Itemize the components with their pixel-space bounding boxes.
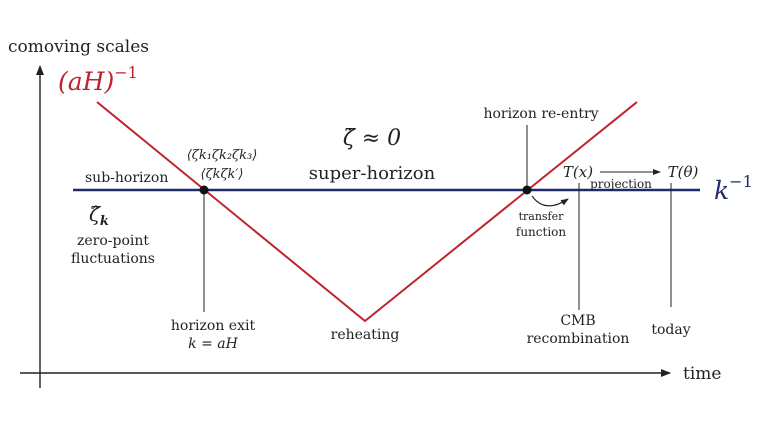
zero-point-label: zero-point — [77, 233, 149, 249]
recombination-label: recombination — [527, 331, 630, 347]
fluctuations-label: fluctuations — [71, 251, 155, 267]
wavelength-label: k−1 — [714, 172, 753, 205]
projection-label: projection — [590, 177, 652, 191]
reheating-label: reheating — [331, 327, 400, 343]
zeta-dot-label: ζ̇ ≈ 0 — [343, 126, 401, 151]
x-axis-label: time — [683, 364, 721, 384]
y-axis-label: comoving scales — [8, 37, 149, 57]
hubble-radius-curve — [96, 101, 638, 323]
horizon-reentry-dot — [522, 185, 532, 195]
super-horizon-label: super-horizon — [309, 163, 436, 184]
horizon-exit-equation: k = aH — [188, 336, 238, 352]
temperature-x-label: T(x) — [563, 163, 593, 181]
horizon-exit-label: horizon exit — [171, 318, 256, 334]
function-label: function — [516, 225, 567, 239]
sub-horizon-label: sub-horizon — [85, 170, 168, 186]
two-point-correlator: ⟨ζkζk′⟩ — [201, 167, 244, 182]
hubble-radius-label: (aH)−1 — [58, 63, 138, 96]
today-label: today — [651, 322, 690, 338]
cmb-label: CMB — [560, 313, 595, 329]
horizon-exit-dot — [199, 185, 209, 195]
transfer-arrow — [531, 195, 569, 207]
zeta-hat-label: ζ̂k — [89, 202, 109, 229]
transfer-label: transfer — [519, 210, 565, 223]
horizon-reentry-label: horizon re-entry — [483, 106, 598, 122]
three-point-correlator: ⟨ζk₁ζk₂ζk₃⟩ — [187, 148, 258, 163]
temperature-theta-label: T(θ) — [668, 163, 699, 181]
